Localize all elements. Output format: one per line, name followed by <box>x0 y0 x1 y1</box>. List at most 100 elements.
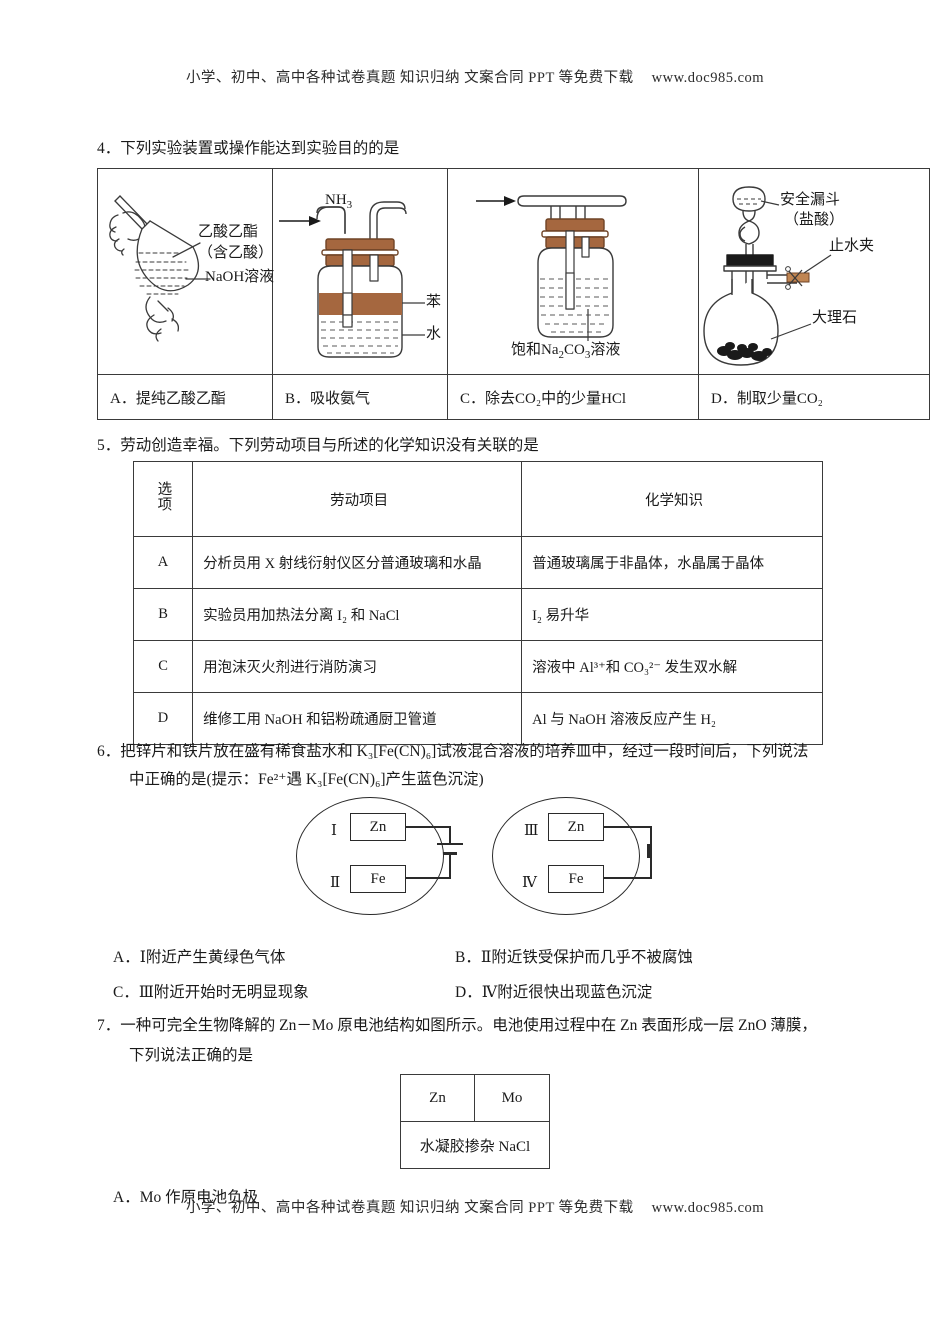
label-naoh-solution: NaOH溶液 <box>205 269 275 285</box>
wire-right-node <box>647 844 652 858</box>
question-6-figure: Ⅰ Zn Ⅱ Fe Ⅲ Zn Ⅳ Fe <box>292 793 672 923</box>
row-b-labor: 实验员用加热法分离 I₂ 和 NaCl <box>192 588 523 641</box>
option-cell-d: D．制取少量CO₂ <box>698 374 930 420</box>
row-b-key: B <box>132 588 194 641</box>
figure-gas-washing-na2co3: 饱和Na2CO3溶液 <box>448 169 698 374</box>
question-6-option-b: B．Ⅱ附近铁受保护而几乎不被腐蚀 <box>455 945 693 967</box>
question-4-number: 4． <box>97 140 121 157</box>
question-6-option-c: C．Ⅲ附近开始时无明显现象 <box>113 980 309 1002</box>
marker-roman-2: Ⅱ <box>330 875 341 891</box>
question-6-text-2: 中正确的是(提示：Fe²⁺遇 K₃[Fe(CN)₆]产生蓝色沉淀) <box>129 771 484 788</box>
marble-chips-glyph <box>717 342 772 361</box>
option-c-key: C． <box>460 390 486 407</box>
caption-na-prefix: 饱和Na <box>511 342 559 358</box>
label-ethyl-acetate: 乙酸乙酯 <box>198 224 259 240</box>
question-6-option-a: A．Ⅰ附近产生黄绿色气体 <box>113 945 285 967</box>
label-pinch-clamp: 止水夹 <box>829 238 875 254</box>
electrode-zn-left: Zn <box>350 813 406 841</box>
label-saturated-na2co3: 饱和Na2CO3溶液 <box>511 341 620 365</box>
option-b-text: 吸收氨气 <box>310 390 371 407</box>
label-benzene: 苯 <box>426 294 442 310</box>
question-7-stem-line2: 下列说法正确的是 <box>129 1042 253 1069</box>
row-a-knowledge: 普通玻璃属于非晶体，水晶属于晶体 <box>521 536 823 589</box>
q6-option-d-text: Ⅳ附近很快出现蓝色沉淀 <box>481 984 653 1001</box>
cell-electrolyte-row: 水凝胶掺杂 NaCl <box>400 1121 550 1169</box>
q7-option-a-text: Mo 作原电池负极 <box>139 1189 259 1206</box>
question-6-text-1: 把锌片和铁片放在盛有稀食盐水和 K₃[Fe(CN)₆]试液混合溶液的培养皿中，经… <box>120 743 809 760</box>
na2co3-washing-bottle-drawing <box>476 195 627 341</box>
label-marble: 大理石 <box>812 310 858 326</box>
apparatus-cell-a: 乙酸乙酯 （含乙酸） NaOH溶液 <box>97 168 275 375</box>
question-7-text-2: 下列说法正确的是 <box>129 1047 254 1064</box>
row-b-knowledge: I₂ 易升华 <box>521 588 823 641</box>
q6-option-d-key: D． <box>455 984 482 1001</box>
caption-co: CO <box>564 342 585 358</box>
label-safety-funnel: 安全漏斗 <box>780 192 841 208</box>
separating-funnel-drawing <box>109 195 211 342</box>
cell-cathode: Mo <box>473 1074 551 1122</box>
figure-gas-washing-benzene: NH3 苯 水 <box>273 169 447 374</box>
row-c-labor: 用泡沫灭火剂进行消防演习 <box>192 640 523 693</box>
q6-option-b-key: B． <box>455 949 481 966</box>
row-c-key: C <box>132 640 194 693</box>
electrode-fe-right: Fe <box>548 865 604 893</box>
label-contains-acetic-acid: （含乙酸） <box>198 245 274 261</box>
question-5-text: 劳动创造幸福。下列劳动项目与所述的化学知识没有关联的是 <box>120 437 539 454</box>
row-a-labor: 分析员用 X 射线衍射仪区分普通玻璃和水晶 <box>192 536 523 589</box>
wire-left-top-down <box>449 826 451 843</box>
label-water: 水 <box>426 326 442 342</box>
battery-plate-short <box>443 852 457 855</box>
pinch-clamp-glyph <box>785 266 810 290</box>
question-7-text-1: 一种可完全生物降解的 Zn－Mo 原电池结构如图所示。电池使用过程中在 Zn 表… <box>120 1017 817 1034</box>
apparatus-cell-b: NH3 苯 水 <box>272 168 448 375</box>
row-d-key: D <box>132 692 194 745</box>
question-5-number: 5． <box>97 437 121 454</box>
question-7-figure-wrap: Zn Mo 水凝胶掺杂 NaCl <box>400 1074 551 1169</box>
question-7-stem-line1: 7．一种可完全生物降解的 Zn－Mo 原电池结构如图所示。电池使用过程中在 Zn… <box>97 1012 917 1039</box>
marker-roman-4: Ⅳ <box>522 875 537 891</box>
petri-dish-right <box>492 797 640 915</box>
wire-left-bottom <box>406 877 451 879</box>
q6-option-c-text: Ⅲ附近开始时无明显现象 <box>138 984 309 1001</box>
footer-watermark-text: 小学、初中、高中各种试卷真题 知识归纳 文案合同 PPT 等免费下载 <box>185 1200 634 1216</box>
table-row: A 分析员用 X 射线衍射仪区分普通玻璃和水晶 普通玻璃属于非晶体，水晶属于晶体 <box>132 536 823 589</box>
label-hydrochloric-acid: （盐酸） <box>784 212 845 228</box>
header-option-label: 选项 <box>155 481 172 512</box>
option-cell-c: C．除去CO₂中的少量HCl <box>447 374 699 420</box>
row-c-knowledge: 溶液中 Al³⁺和 CO₃²⁻ 发生双水解 <box>521 640 823 693</box>
question-5-table: 选项 劳动项目 化学知识 A 分析员用 X 射线衍射仪区分普通玻璃和水晶 普通玻… <box>132 461 823 745</box>
table-row: B 实验员用加热法分离 I₂ 和 NaCl I₂ 易升华 <box>132 588 823 641</box>
table-row: C 用泡沫灭火剂进行消防演习 溶液中 Al³⁺和 CO₃²⁻ 发生双水解 <box>132 640 823 693</box>
question-4-apparatus-table: 乙酸乙酯 （含乙酸） NaOH溶液 <box>97 168 930 420</box>
apparatus-cell-c: 饱和Na2CO3溶液 <box>447 168 699 375</box>
label-ammonia-formula: NH <box>325 192 347 208</box>
caption-solution: 溶液 <box>590 342 621 358</box>
option-c-text: 除去CO₂中的少量HCl <box>485 390 627 407</box>
table-header-row: 选项 劳动项目 化学知识 <box>132 461 823 537</box>
option-b-key: B． <box>285 390 311 407</box>
row-d-labor: 维修工用 NaOH 和铝粉疏通厨卫管道 <box>192 692 523 745</box>
option-d-key: D． <box>711 390 737 407</box>
caption-sub-2: 2 <box>558 349 565 361</box>
q6-option-b-text: Ⅱ附近铁受保护而几乎不被腐蚀 <box>480 949 693 966</box>
row-d-knowledge: Al 与 NaOH 溶液反应产生 H₂ <box>521 692 823 745</box>
question-6-option-d: D．Ⅳ附近很快出现蓝色沉淀 <box>455 980 652 1002</box>
question-4-text: 下列实验装置或操作能达到实验目的的是 <box>120 140 400 157</box>
row-a-key: A <box>132 536 194 589</box>
header-watermark-text: 小学、初中、高中各种试卷真题 知识归纳 文案合同 PPT 等免费下载 <box>185 70 634 86</box>
electrode-fe-left: Fe <box>350 865 406 893</box>
question-4-apparatus-table-wrap: 乙酸乙酯 （含乙酸） NaOH溶液 <box>97 168 930 420</box>
question-7-option-a: A．Mo 作原电池负极 <box>113 1185 258 1207</box>
marker-roman-3: Ⅲ <box>524 823 539 839</box>
question-5-stem: 5．劳动创造幸福。下列劳动项目与所述的化学知识没有关联的是 <box>97 432 539 459</box>
zn-mo-cell-diagram: Zn Mo 水凝胶掺杂 NaCl <box>400 1074 551 1169</box>
header-knowledge: 化学知识 <box>521 461 823 537</box>
label-ammonia-gas: NH3 <box>325 191 352 215</box>
figure-separating-funnel: 乙酸乙酯 （含乙酸） NaOH溶液 <box>98 169 275 374</box>
question-6-stem-line1: 6．把锌片和铁片放在盛有稀食盐水和 K₃[Fe(CN)₆]试液混合溶液的培养皿中… <box>97 738 907 765</box>
marker-roman-1: Ⅰ <box>331 823 337 839</box>
wire-left-top <box>406 826 451 828</box>
option-cell-a: A．提纯乙酸乙酯 <box>97 374 273 420</box>
